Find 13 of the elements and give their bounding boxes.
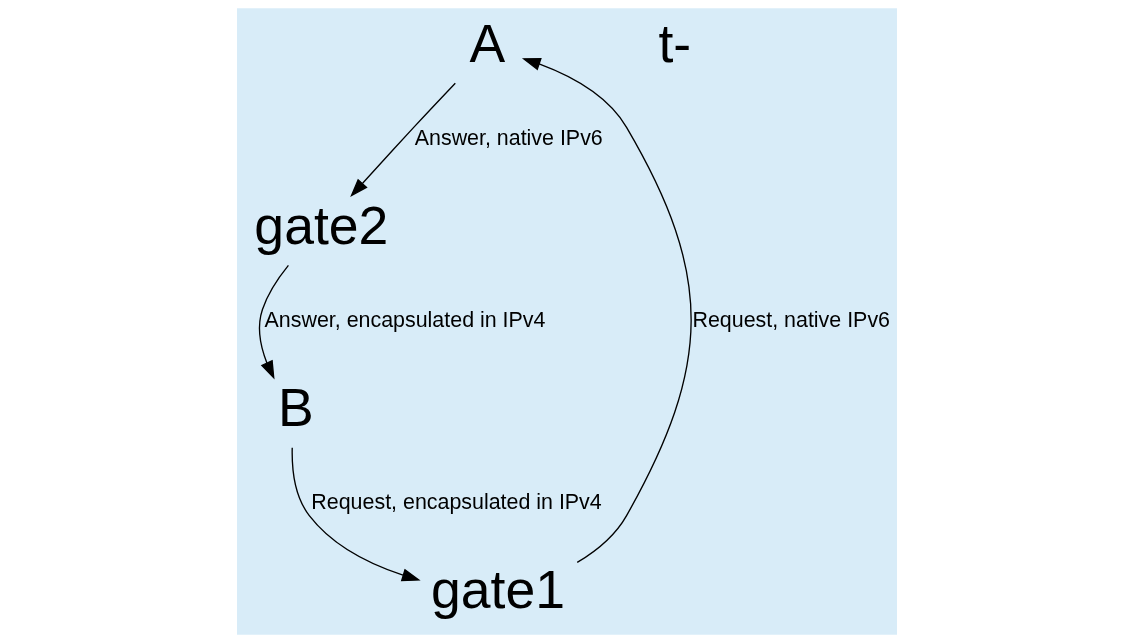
- arrow: [521, 57, 692, 564]
- node-text: gate2: [253, 195, 388, 255]
- node-text: A: [468, 13, 505, 73]
- node-text: gate1: [430, 559, 565, 619]
- edge-label: Answer, native IPv6: [414, 125, 603, 150]
- arrow: [349, 82, 456, 197]
- edge-label: Request, encapsulated in IPv4: [310, 489, 602, 514]
- label: t-: [657, 13, 691, 73]
- edge-label: Answer, encapsulated in IPv4: [264, 307, 545, 332]
- arrow: [291, 447, 421, 582]
- edge-label: Request, native IPv6: [691, 307, 890, 332]
- arrow: [258, 264, 289, 380]
- node-text: B: [277, 377, 314, 437]
